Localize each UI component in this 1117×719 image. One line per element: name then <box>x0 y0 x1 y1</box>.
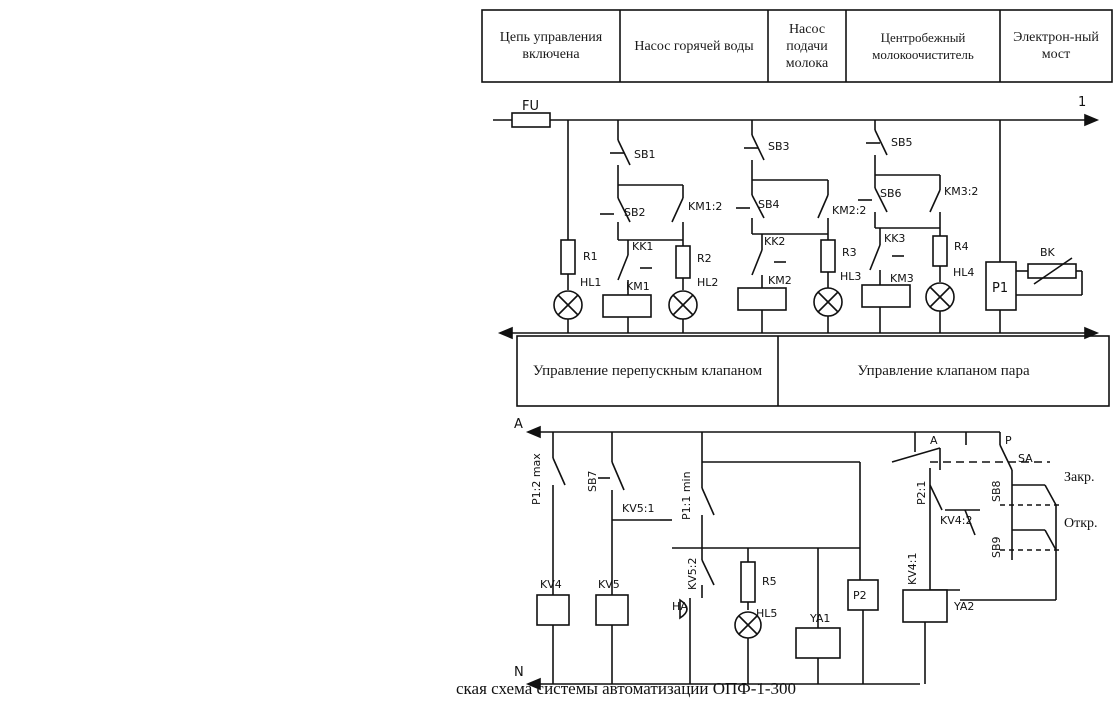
label-open: Откр. <box>1064 516 1098 531</box>
label-n: N <box>514 665 524 680</box>
device-p1 <box>985 261 1017 311</box>
label-km1-2: KM1:2 <box>688 200 722 213</box>
label-ha: HA <box>672 600 688 613</box>
resistor-r2 <box>675 245 691 279</box>
label-hl2: HL2 <box>697 276 718 289</box>
header-cell-electronic-bridge: Электрон-ный мост <box>1013 30 1099 62</box>
label-km2: KM2 <box>768 274 792 287</box>
label-hl3: HL3 <box>840 270 861 283</box>
label-km1: KM1 <box>626 280 650 293</box>
label-r5: R5 <box>762 575 777 588</box>
coil-km1 <box>602 294 652 318</box>
label-ya2: YA2 <box>953 600 974 613</box>
label-r1: R1 <box>583 250 598 263</box>
label-hl4: HL4 <box>953 266 974 279</box>
device-p2 <box>847 579 879 611</box>
resistor-r5 <box>740 561 756 603</box>
label-km3: KM3 <box>890 272 914 285</box>
label-p: P <box>1005 434 1012 447</box>
label-kk3: KK3 <box>884 232 905 245</box>
label-a: A <box>514 417 523 432</box>
label-close: Закр. <box>1064 470 1095 485</box>
label-bk: BK <box>1040 246 1056 259</box>
header-cell-control-circuit: Цепь управления включена <box>499 30 603 62</box>
label-kv5-2: KV5:2 <box>686 558 699 590</box>
label-fu: FU <box>522 99 539 114</box>
label-kk2: KK2 <box>764 235 785 248</box>
label-sb7: SB7 <box>586 470 599 492</box>
label-r4: R4 <box>954 240 969 253</box>
label-r3: R3 <box>842 246 857 259</box>
header-cell-separator: Центробежный молокоочиститель <box>872 30 974 62</box>
label-sb1: SB1 <box>634 148 656 161</box>
middle-cell-steam-valve: Управление клапаном пара <box>857 363 1030 379</box>
buzzer-ha <box>679 598 691 620</box>
label-p1-1-min: P1:1 min <box>680 471 693 520</box>
relay-kv4 <box>536 594 570 626</box>
coil-km2 <box>737 287 787 311</box>
label-kv4-2: KV4:2 <box>940 514 972 527</box>
label-kv5-1: KV5:1 <box>622 502 654 515</box>
resistor-r1 <box>560 239 576 275</box>
label-p2-1: P2:1 <box>915 481 928 505</box>
header-table <box>481 9 1113 83</box>
label-kv4-1: KV4:1 <box>906 553 919 585</box>
resistor-r4 <box>932 235 948 267</box>
label-sb5: SB5 <box>891 136 913 149</box>
relay-kv5 <box>595 594 629 626</box>
coil-km3 <box>861 284 911 308</box>
label-ya1: YA1 <box>809 612 830 625</box>
label-r2: R2 <box>697 252 712 265</box>
label-sb4: SB4 <box>758 198 780 211</box>
label-a2: A <box>930 434 938 447</box>
label-kv5: KV5 <box>598 578 620 591</box>
label-km3-2: KM3:2 <box>944 185 978 198</box>
label-hl1: HL1 <box>580 276 601 289</box>
label-hl5: HL5 <box>756 607 777 620</box>
label-line1: 1 <box>1078 95 1086 110</box>
label-sb2: SB2 <box>624 206 646 219</box>
label-kk1: KK1 <box>632 240 653 253</box>
fuse-fu <box>511 112 551 128</box>
label-p1-2-max: P1:2 max <box>530 453 543 505</box>
label-sa: SA <box>1018 452 1033 465</box>
figure-caption: ская схема системы автоматизации ОПФ-1-3… <box>456 679 797 698</box>
label-sb9: SB9 <box>990 536 1003 558</box>
middle-cell-bypass-valve: Управление перепускным клапаном <box>532 363 763 379</box>
label-p2: P2 <box>853 589 867 602</box>
middle-table <box>516 335 1110 407</box>
label-sb6: SB6 <box>880 187 902 200</box>
label-p1: P1 <box>992 281 1008 296</box>
resistor-r3 <box>820 239 836 273</box>
label-sb8: SB8 <box>990 480 1003 502</box>
valve-ya1 <box>795 627 841 659</box>
label-kv4: KV4 <box>540 578 562 591</box>
label-km2-2: KM2:2 <box>832 204 866 217</box>
header-cell-hot-water-pump: Насос горячей воды <box>634 38 754 54</box>
valve-ya2 <box>902 589 948 623</box>
label-sb3: SB3 <box>768 140 790 153</box>
header-cell-milk-pump: Насос подачи молока <box>785 21 829 71</box>
